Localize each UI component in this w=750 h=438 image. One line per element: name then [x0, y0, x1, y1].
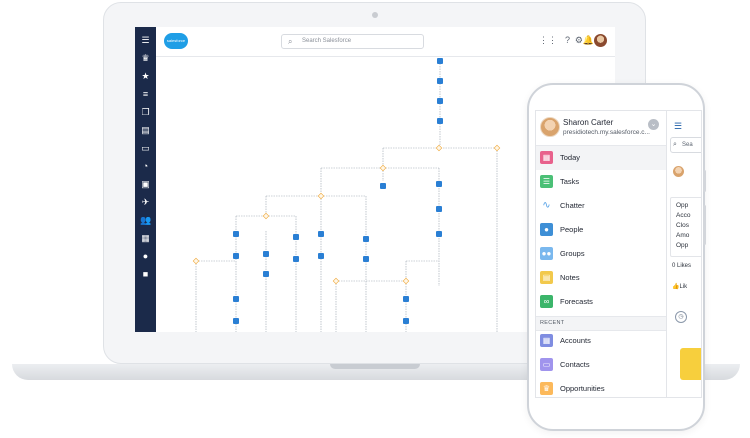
menu-item-label: Notes — [560, 273, 580, 282]
user-avatar[interactable] — [594, 34, 607, 47]
menu-item-label: Groups — [560, 249, 585, 258]
top-bar: salesforce ⌕ Search Salesforce ⋮⋮ ? ⚙ 🔔 — [156, 27, 615, 57]
peek-line: Clos — [676, 222, 690, 229]
groups-icon: ●● — [540, 247, 553, 260]
plane-icon[interactable]: ✈ — [141, 197, 150, 207]
menu-item-label: Accounts — [560, 336, 591, 345]
peek-search-input[interactable]: ⌕ Sea — [670, 137, 701, 153]
menu-item-opportunities[interactable]: ♛ Opportunities — [536, 377, 666, 397]
person-icon: ● — [540, 223, 553, 236]
search-icon: ⌕ — [673, 141, 677, 148]
profile-name: Sharon Carter — [563, 118, 614, 127]
menu-item-chatter[interactable]: ∿ Chatter — [536, 194, 666, 218]
person-icon[interactable]: ● — [142, 251, 149, 261]
clipboard-icon[interactable]: ▣ — [141, 179, 150, 189]
recent-section-header: RECENT — [536, 316, 666, 331]
flow-diagram — [192, 58, 501, 332]
like-label: Lik — [679, 284, 688, 290]
menu-item-label: Contacts — [560, 360, 590, 369]
menu-item-today[interactable]: ▦ Today — [536, 146, 666, 170]
like-button[interactable]: 👍Lik — [672, 283, 687, 290]
peek-line: Amo — [676, 232, 690, 239]
help-icon[interactable]: ? — [564, 35, 570, 45]
checklist-icon[interactable]: ≡ — [142, 89, 149, 99]
people-icon[interactable]: 👥 — [140, 215, 152, 225]
menu-item-forecasts[interactable]: ∞ Forecasts — [536, 290, 666, 314]
likes-count: 0 Likes — [672, 263, 692, 269]
phone-side-button — [703, 170, 706, 192]
binoculars-icon: ∞ — [540, 295, 553, 308]
peek-line: Acco — [676, 212, 691, 219]
menu-item-label: Forecasts — [560, 297, 593, 306]
search-placeholder: Search Salesforce — [302, 38, 352, 44]
peek-line: Opp — [676, 202, 689, 209]
crown-icon: ♛ — [540, 382, 553, 395]
menu-item-label: Chatter — [560, 201, 585, 210]
laptop-notch — [330, 364, 420, 369]
menu-item-label: People — [560, 225, 584, 234]
chevron-down-icon[interactable]: ⌄ — [648, 119, 659, 130]
global-search-input[interactable]: ⌕ Search Salesforce — [281, 34, 424, 49]
laptop-camera — [372, 12, 378, 18]
menu-item-tasks[interactable]: ☰ Tasks — [536, 170, 666, 194]
copy-icon[interactable]: ❐ — [141, 107, 150, 117]
briefcase-icon[interactable]: ■ — [142, 269, 149, 279]
crown-icon[interactable]: ♛ — [141, 53, 150, 63]
menu-item-contacts[interactable]: ▭ Contacts — [536, 353, 666, 377]
profile-avatar — [540, 117, 560, 137]
peek-record-card: Opp Acco Clos Amo Opp — [670, 197, 701, 257]
menu-item-label: Opportunities — [560, 384, 605, 393]
calendar-icon[interactable]: ▦ — [141, 233, 150, 243]
menu-item-label: Tasks — [560, 177, 580, 186]
recent-header-label: RECENT — [540, 320, 565, 326]
accounts-icon: ▦ — [540, 334, 553, 347]
side-navigation: ☰ ♛ ★ ≡ ❐ ▤ ▭ ◔ ▣ ✈ 👥 ▦ ● ■ — [135, 27, 156, 332]
setup-gear-icon[interactable]: ⚙ — [574, 35, 583, 45]
tasks-icon: ☰ — [540, 175, 553, 188]
notifications-bell-icon[interactable]: 🔔 — [582, 35, 594, 45]
menu-item-groups[interactable]: ●● Groups — [536, 242, 666, 266]
menu-item-notes[interactable]: ▤ Notes — [536, 266, 666, 290]
salesforce-logo: salesforce — [164, 33, 188, 49]
contacts-icon: ▭ — [540, 358, 553, 371]
menu-icon[interactable]: ☰ — [141, 35, 150, 45]
underlying-page-peek: ☰ ⌕ Sea Opp Acco Clos Amo Opp 0 Likes 👍L… — [667, 111, 701, 397]
search-icon: ⌕ — [288, 37, 293, 46]
peek-yellow-card — [680, 348, 701, 380]
id-card-icon[interactable]: ▭ — [141, 143, 150, 153]
pulse-icon: ∿ — [540, 199, 553, 212]
navigation-menu: Sharon Carter presidiotech.my.salesforce… — [536, 111, 667, 397]
gauge-icon[interactable]: ◔ — [142, 161, 149, 171]
profile-url: presidiotech.my.salesforce.c... — [563, 129, 650, 136]
hamburger-menu-icon[interactable]: ☰ — [674, 121, 683, 131]
peek-search-text: Sea — [682, 142, 693, 148]
star-icon[interactable]: ★ — [141, 71, 150, 81]
peek-line: Opp — [676, 242, 689, 249]
menu-item-accounts[interactable]: ▦ Accounts — [536, 329, 666, 353]
notes-icon: ▤ — [540, 271, 553, 284]
peek-avatar — [673, 166, 684, 177]
app-launcher-icon[interactable]: ⋮⋮ — [539, 35, 557, 45]
clock-icon: ◷ — [675, 311, 687, 323]
thumbs-up-icon: 👍 — [672, 284, 680, 290]
calendar-icon: ▦ — [540, 151, 553, 164]
menu-item-people[interactable]: ● People — [536, 218, 666, 242]
profile-header[interactable]: Sharon Carter presidiotech.my.salesforce… — [536, 111, 666, 146]
menu-item-label: Today — [560, 153, 581, 162]
phone-screen: Sharon Carter presidiotech.my.salesforce… — [535, 110, 702, 398]
phone-volume-button — [703, 205, 706, 245]
building-icon[interactable]: ▤ — [141, 125, 150, 135]
